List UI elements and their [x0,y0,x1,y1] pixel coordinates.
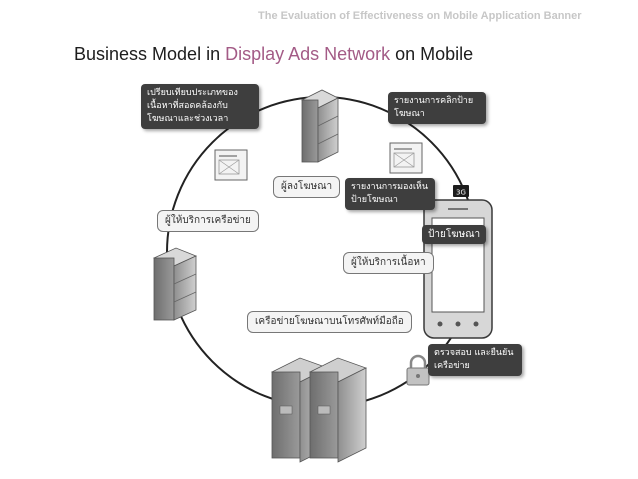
click-report-document-icon [389,142,423,174]
click-report-callout: รายงานการคลิกป้ายโฆษณา [388,92,486,124]
view-report-callout: รายงานการมองเห็นป้ายโฆษณา [345,178,435,210]
slide-title: Business Model in Display Ads Network on… [74,44,473,65]
smartphone-icon [423,199,493,339]
badge-3g: 3G [453,185,469,197]
lock-icon [406,354,430,386]
ad-network-servers-icon [270,357,368,463]
title-suffix: on Mobile [390,44,474,64]
title-highlight: Display Ads Network [225,44,391,64]
header-caption: The Evaluation of Effectiveness on Mobil… [258,10,582,22]
badge-3g-text: 3G [456,189,466,197]
ad-network-label: เครือข่ายโฆษณาบนโทรศัพท์มือถือ [247,311,412,333]
title-prefix: Business Model in [74,44,226,64]
verify-callout: ตรวจสอบ และยืนยันเครือข่าย [428,344,522,376]
content-provider-label: ผู้ให้บริการเนื้อหา [343,252,434,274]
network-server-icon [152,247,198,321]
network-provider-label: ผู้ให้บริการเครือข่าย [157,210,259,232]
compare-ads-callout: เปรียบเทียบประเภทของเนื้อหาที่สอดคล้องกั… [141,84,259,129]
report-document-icon [214,149,248,181]
banner-callout: ป้ายโฆษณา [422,225,487,244]
advertiser-label: ผู้ลงโฆษณา [273,176,341,198]
advertiser-server-icon [301,89,339,163]
